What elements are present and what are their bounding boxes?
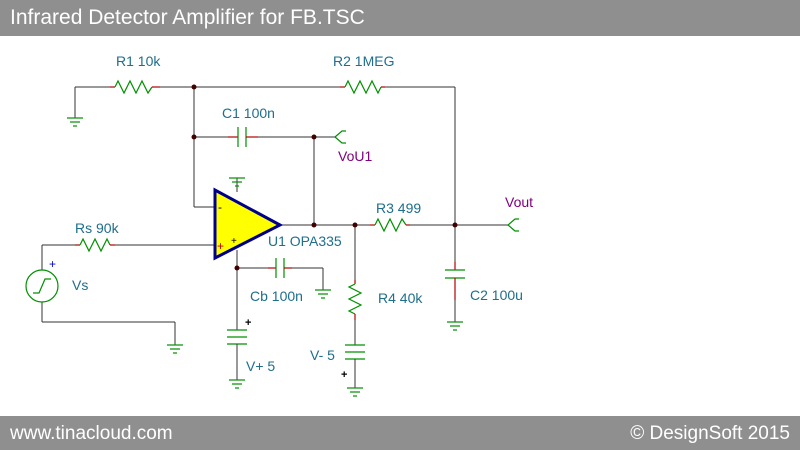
voltage-source-vs[interactable]: + bbox=[25, 257, 59, 303]
page-title: Infrared Detector Amplifier for FB.TSC bbox=[10, 6, 365, 29]
ground-icon bbox=[67, 117, 83, 127]
c2-label: C2 100u bbox=[470, 287, 523, 303]
resistor-rs[interactable] bbox=[75, 237, 115, 253]
c1-label: C1 100n bbox=[222, 105, 275, 121]
resistor-r2[interactable] bbox=[340, 79, 385, 95]
cb-label: Cb 100n bbox=[250, 288, 303, 304]
junction-dots bbox=[191, 84, 458, 271]
vout-probe[interactable] bbox=[507, 218, 519, 232]
opamp-u1[interactable]: - + + bbox=[213, 187, 284, 261]
vminus-label: V- 5 bbox=[310, 347, 335, 363]
battery-vminus[interactable]: + bbox=[341, 320, 365, 388]
svg-text:-: - bbox=[218, 200, 222, 214]
vout-label: Vout bbox=[505, 194, 533, 210]
ground-icon bbox=[167, 344, 183, 354]
website-link[interactable]: www.tinacloud.com bbox=[10, 423, 173, 444]
capacitor-cb[interactable] bbox=[268, 258, 292, 278]
ground-icon bbox=[315, 289, 331, 299]
vou1-probe[interactable] bbox=[334, 130, 346, 144]
wires bbox=[41, 86, 508, 345]
resistor-r3[interactable] bbox=[370, 217, 410, 233]
r2-label: R2 1MEG bbox=[333, 53, 394, 69]
svg-text:+: + bbox=[245, 317, 251, 329]
title-bar: Infrared Detector Amplifier for FB.TSC bbox=[0, 0, 800, 36]
vs-label: Vs bbox=[72, 277, 88, 293]
ground-icon bbox=[447, 321, 463, 331]
vou1-label: VoU1 bbox=[338, 148, 372, 164]
u1-label: U1 OPA335 bbox=[268, 233, 342, 249]
r1-label: R1 10k bbox=[116, 53, 161, 69]
resistor-r1[interactable] bbox=[110, 79, 160, 95]
r4-label: R4 40k bbox=[378, 290, 423, 306]
capacitor-c1[interactable] bbox=[228, 127, 258, 147]
ground-icon bbox=[347, 387, 363, 397]
rs-label: Rs 90k bbox=[75, 220, 120, 236]
ground-icon bbox=[229, 379, 245, 389]
capacitor-c2[interactable] bbox=[445, 262, 465, 322]
svg-text:+: + bbox=[341, 369, 347, 381]
battery-vplus[interactable]: + bbox=[227, 317, 251, 380]
vplus-label: V+ 5 bbox=[246, 358, 275, 374]
copyright-text: © DesignSoft 2015 bbox=[630, 423, 790, 444]
resistor-r4[interactable] bbox=[347, 280, 363, 320]
footer-bar: www.tinacloud.com © DesignSoft 2015 bbox=[0, 416, 800, 450]
svg-text:+: + bbox=[231, 236, 237, 247]
svg-text:+: + bbox=[217, 239, 224, 253]
svg-text:+: + bbox=[49, 257, 56, 271]
ground-icon bbox=[229, 177, 245, 187]
r3-label: R3 499 bbox=[376, 200, 421, 216]
